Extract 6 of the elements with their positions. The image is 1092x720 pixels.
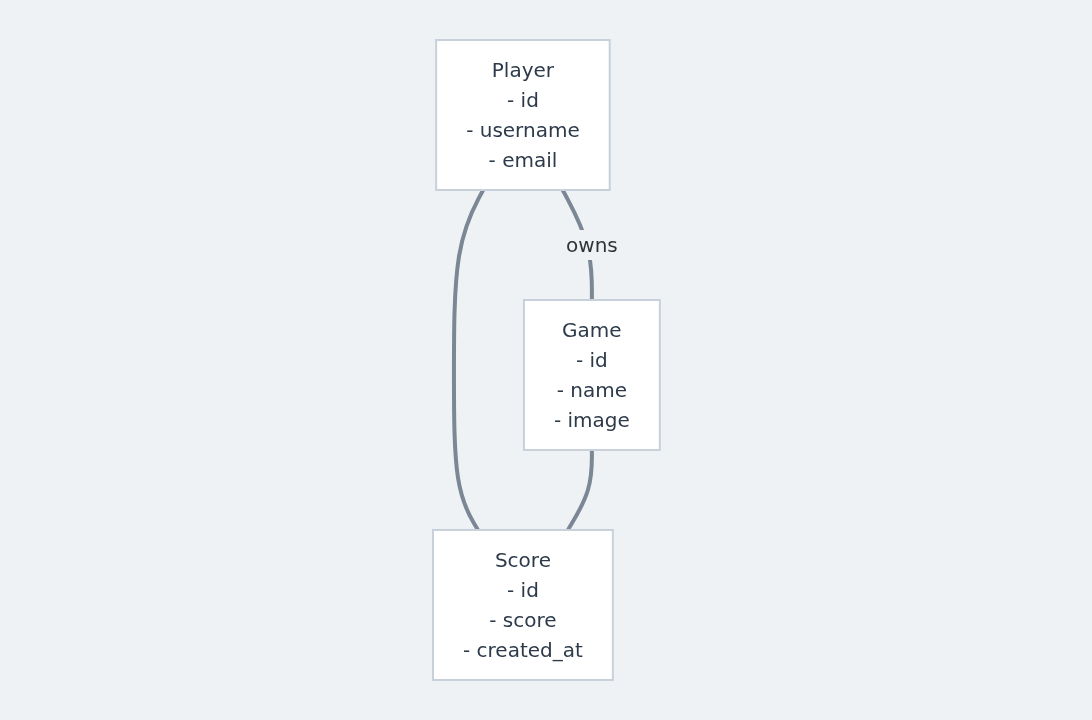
connector	[451, 189, 485, 531]
node-box: Game - id - name - image	[522, 299, 661, 451]
edge-label: owns	[565, 233, 618, 257]
node-box: Score - id - score - created_at	[431, 529, 614, 681]
node-box: Player - id - username - email	[434, 39, 611, 191]
connector	[565, 450, 594, 531]
